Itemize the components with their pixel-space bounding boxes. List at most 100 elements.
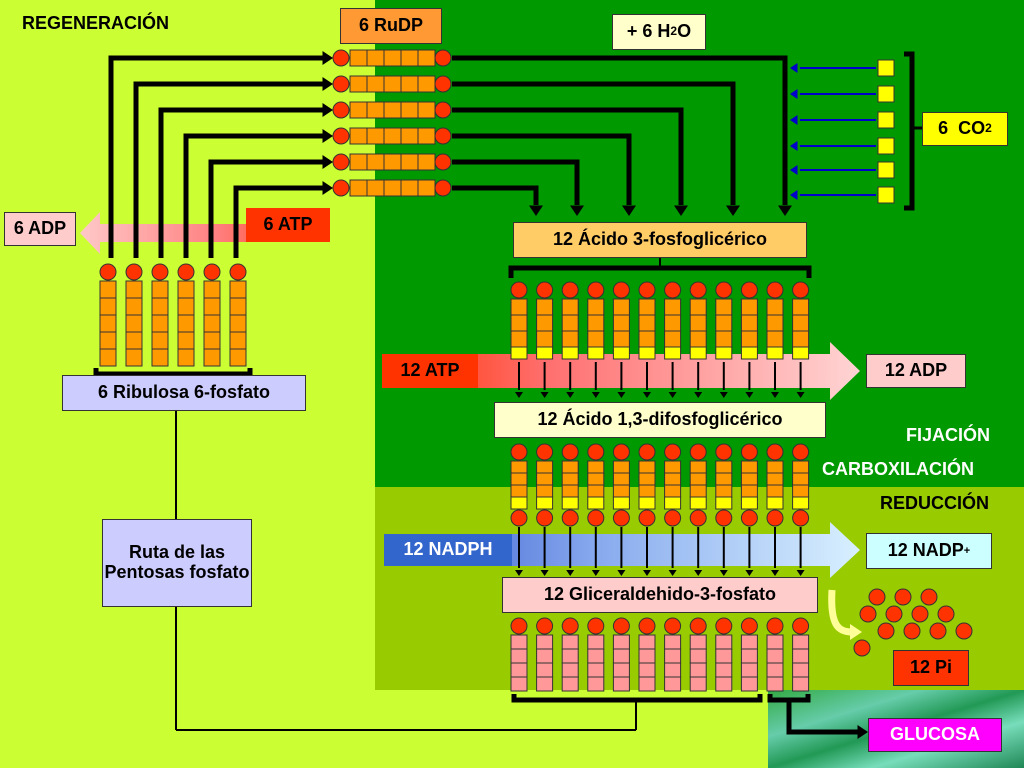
ruta-pentosas-label: Ruta de las Pentosas fosfato <box>102 519 252 607</box>
bpg-chain-cell <box>740 472 758 486</box>
regeneration-arrowhead <box>322 103 333 117</box>
nadph-step-arrowhead <box>771 570 779 576</box>
ribulosa-chain-cell <box>177 348 195 367</box>
co2-prefix: 6 CO <box>938 118 986 139</box>
co2-input-arrowhead <box>790 115 798 125</box>
rudp-chain-cell <box>400 127 419 145</box>
gap-chain-dot <box>689 617 707 635</box>
bpg-chain-cell <box>766 484 784 498</box>
gap-chain-cell <box>638 634 656 650</box>
pi-label: 12 Pi <box>893 650 969 686</box>
gap-chain-cell <box>561 662 579 678</box>
pi-dot <box>955 622 973 640</box>
gap-chain-cell <box>587 648 605 664</box>
ribulosa-chain-cell <box>177 331 195 350</box>
pga-chain-cell <box>536 314 554 332</box>
gap-chain-cell <box>612 662 630 678</box>
bpg-chain-cell <box>715 460 733 474</box>
gap-chain-dot <box>740 617 758 635</box>
bpg-chain-carboxyl <box>740 496 758 510</box>
co2-square <box>877 186 895 204</box>
gap-chain-cell <box>536 676 554 692</box>
rudp-chain-cell <box>383 153 402 171</box>
bpg-chain-dot-bottom <box>792 509 810 527</box>
ribulosa-chain-dot <box>229 263 247 281</box>
rudp-to-pga-arrowhead <box>622 205 636 216</box>
gap-chain-cell <box>689 634 707 650</box>
reduccion-label: REDUCCIÓN <box>880 493 990 513</box>
bpg-chain-cell <box>510 484 528 498</box>
ribulosa-chain-cell <box>229 314 247 333</box>
rudp-chain-cell <box>400 49 419 67</box>
gap-chain-cell <box>561 634 579 650</box>
gap-chain-dot <box>715 617 733 635</box>
pga-chain-dot <box>664 281 682 299</box>
pga-chain-carboxyl <box>664 346 682 360</box>
gap-chain-cell <box>766 676 784 692</box>
rudp-chain-dot-left <box>332 153 350 171</box>
ribulosa-chain-cell <box>99 297 117 316</box>
rudp-chain-cell <box>366 179 385 197</box>
pga-chain-carboxyl <box>536 346 554 360</box>
co2-bracket <box>904 51 915 211</box>
h2o-suffix: O <box>677 21 692 42</box>
rudp-to-pga-arrowhead <box>674 205 688 216</box>
gap-chain-cell <box>510 676 528 692</box>
rudp-to-pga-arrowhead <box>726 205 740 216</box>
gap-chain-cell <box>536 634 554 650</box>
regeneration-path <box>233 185 324 258</box>
ribulosa-chain-dot <box>125 263 143 281</box>
bpg-chain-carboxyl <box>510 496 528 510</box>
co2-square <box>877 59 895 77</box>
rudp-to-pga-path <box>452 107 684 205</box>
pga-chain-dot <box>536 281 554 299</box>
nadph-step-arrowhead <box>643 570 651 576</box>
pga-chain-cell <box>792 330 810 348</box>
atp-step-arrowhead <box>540 392 549 398</box>
pga-chain-dot <box>715 281 733 299</box>
rudp-chain-cell <box>349 153 368 171</box>
gap-chain-cell <box>664 634 682 650</box>
bpg-chain-cell <box>689 484 707 498</box>
bpg-chain-cell <box>638 460 656 474</box>
ribulosa-chain-cell <box>99 348 117 367</box>
regeneration-arrowhead <box>322 129 333 143</box>
nadp-superscript: + <box>963 544 971 557</box>
nadph-step-arrowhead <box>719 570 728 576</box>
bpg-chain-carboxyl <box>561 496 579 510</box>
rudp-chain-cell <box>366 49 385 67</box>
regeneration-path <box>158 107 324 258</box>
rudp-to-pga-path <box>452 55 788 205</box>
ribulosa-chain-cell <box>203 297 221 316</box>
pga-chain-cell <box>561 314 579 332</box>
rudp-chain-cell <box>383 75 402 93</box>
bpg-chain-cell <box>612 472 630 486</box>
regeneration-path <box>108 55 324 258</box>
pga-chain-cell <box>510 298 528 316</box>
bpg-chain-dot-bottom <box>638 509 656 527</box>
carboxilacion-label: CARBOXILACIÓN <box>822 459 974 479</box>
rudp-to-pga-path <box>452 133 632 205</box>
rudp-chain-cell <box>366 75 385 93</box>
gap-chain-cell <box>664 648 682 664</box>
ribulosa-chain-cell <box>203 280 221 299</box>
pga-chain-cell <box>715 298 733 316</box>
gap-chain-cell <box>638 676 656 692</box>
gap-chain-cell <box>740 634 758 650</box>
rudp-to-pga-path <box>452 185 539 205</box>
ribulosa-chain-cell <box>177 297 195 316</box>
rudp-chain-dot-right <box>434 127 452 145</box>
gap-chain-cell <box>766 648 784 664</box>
co2-input-arrowhead <box>790 89 798 99</box>
pga-chain-cell <box>638 314 656 332</box>
pga-chain-dot <box>766 281 784 299</box>
glucosa-label: GLUCOSA <box>868 718 1002 752</box>
pi-dot <box>903 622 921 640</box>
rudp-chain-cell <box>383 101 402 119</box>
gap-chain-cell <box>715 662 733 678</box>
dpga-label: 12 Ácido 1,3-difosfoglicérico <box>494 402 826 438</box>
glucosa-path <box>786 700 860 735</box>
pga-chain-cell <box>510 330 528 348</box>
